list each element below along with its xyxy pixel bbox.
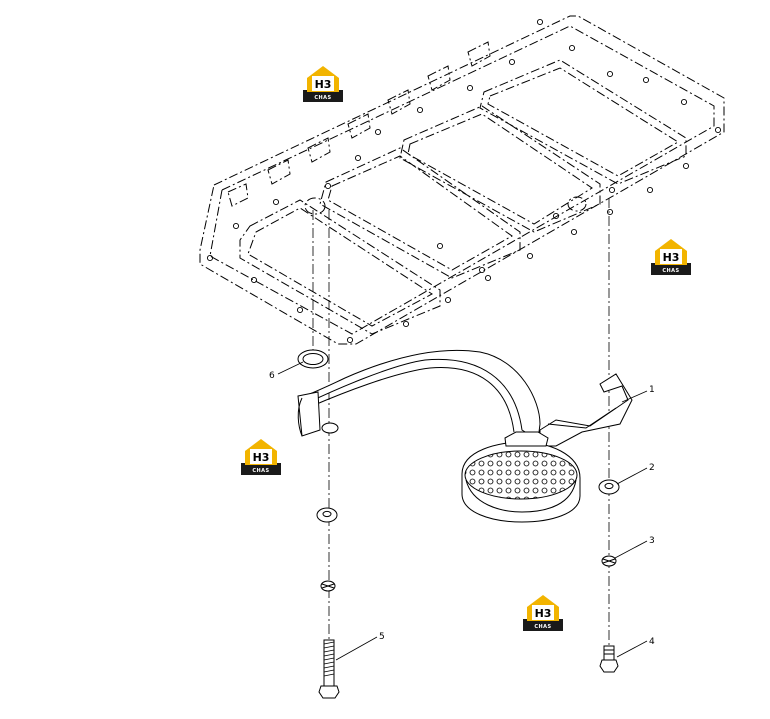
svg-text:CHAS: CHAS: [252, 468, 269, 474]
callout-3: 3: [649, 536, 655, 546]
flat-washer-part-2: [598, 479, 620, 495]
o-ring-part-6: [297, 349, 329, 369]
callout-6: 6: [269, 371, 275, 381]
svg-text:H3: H3: [663, 251, 680, 264]
watermark-logo-4: H3 CHAS: [523, 595, 563, 631]
svg-text:CHAS: CHAS: [534, 624, 551, 630]
assembly-centerlines: [312, 198, 610, 690]
callout-5: 5: [379, 632, 385, 642]
oil-strainer-screen: [461, 431, 581, 523]
leader-lines: [277, 361, 648, 661]
watermark-logo-3: H3 CHAS: [241, 439, 281, 475]
flat-washer-left: [316, 507, 338, 523]
lock-washer-part-3: [601, 555, 617, 567]
watermark-logo-1: H3 CHAS: [303, 66, 343, 102]
lock-washer-left: [320, 580, 336, 592]
callout-1: 1: [649, 385, 655, 395]
callout-2: 2: [649, 463, 655, 473]
svg-text:CHAS: CHAS: [314, 95, 331, 101]
oil-pan-gasket: [199, 15, 725, 345]
watermark-logo-2: H3 CHAS: [651, 239, 691, 275]
short-bolt-part-4: [599, 645, 619, 673]
oil-pickup-tube-part-1: [297, 349, 633, 447]
svg-text:H3: H3: [253, 451, 270, 464]
svg-text:CHAS: CHAS: [662, 268, 679, 274]
long-bolt-part-5: [318, 639, 340, 699]
gasket-bolt-holes: [206, 18, 722, 344]
svg-text:H3: H3: [315, 78, 332, 91]
svg-text:H3: H3: [535, 607, 552, 620]
callout-4: 4: [649, 637, 655, 647]
